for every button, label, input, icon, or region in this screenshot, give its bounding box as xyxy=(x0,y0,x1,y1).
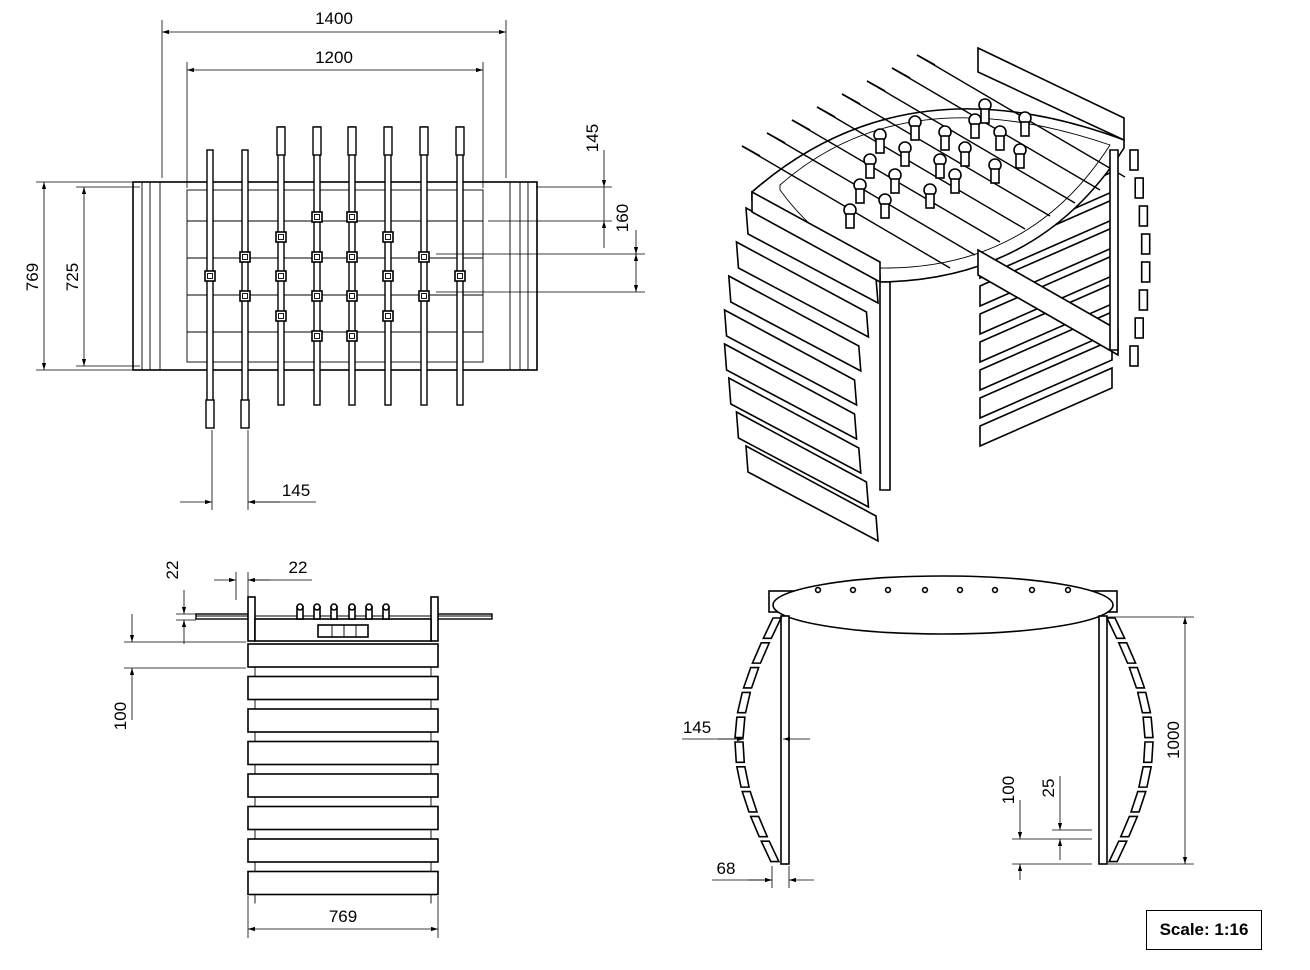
dim-left-22: 22 xyxy=(163,561,182,580)
side-planks xyxy=(247,643,439,904)
iso-plank xyxy=(727,274,862,373)
player-figure xyxy=(239,251,251,263)
side-plank xyxy=(247,773,439,798)
iso-players xyxy=(843,98,1032,229)
player-figure xyxy=(346,211,358,223)
player-figure xyxy=(346,290,358,302)
player-figure xyxy=(382,270,394,282)
side-plank xyxy=(247,675,439,701)
rod xyxy=(206,149,214,426)
player-figure xyxy=(275,270,287,282)
player-figure xyxy=(346,330,358,342)
dim-width: 769 xyxy=(329,907,357,926)
table-outline xyxy=(132,181,538,371)
side-plank xyxy=(247,708,439,733)
side-plank xyxy=(247,870,439,896)
top-players xyxy=(204,211,466,342)
rod xyxy=(241,149,249,426)
dim-inner-depth: 725 xyxy=(63,263,82,291)
side-plank xyxy=(247,643,439,668)
iso-plank xyxy=(735,410,870,509)
scale-label: Scale: 1:16 xyxy=(1146,910,1262,950)
player-figure xyxy=(382,310,394,322)
front-holes xyxy=(814,586,1072,594)
playfield xyxy=(186,189,484,363)
player-figure xyxy=(311,330,323,342)
dim-overall-depth: 769 xyxy=(23,263,42,291)
side-plank xyxy=(247,740,439,766)
player-figure xyxy=(311,211,323,223)
front-curve-left xyxy=(734,617,783,863)
iso-plank xyxy=(723,342,858,441)
top-view: 1400 1200 769 725 145 145 160 xyxy=(23,9,645,510)
front-tabletop-ellipse xyxy=(772,575,1114,635)
player-figure xyxy=(311,251,323,263)
dim-playfield-width: 1200 xyxy=(315,48,353,67)
dim-overall-width: 1400 xyxy=(315,9,353,28)
dim-top-22: 22 xyxy=(289,558,308,577)
dim-rod-spacing: 145 xyxy=(282,481,310,500)
top-rods xyxy=(205,126,465,429)
rod xyxy=(348,126,356,406)
dim-gap-100: 100 xyxy=(999,776,1018,804)
front-curve-right xyxy=(1105,617,1154,863)
player-figure xyxy=(204,270,216,282)
iso-front-planks xyxy=(723,206,879,543)
dim-left-145: 145 xyxy=(683,718,711,737)
side-plank xyxy=(247,805,439,831)
player-figure xyxy=(275,310,287,322)
player-figure xyxy=(239,290,251,302)
player-figure xyxy=(382,231,394,243)
dim-bottom-68: 68 xyxy=(717,859,736,878)
player-figure xyxy=(418,290,430,302)
player-figure xyxy=(418,251,430,263)
dim-right-upper: 145 xyxy=(583,124,602,152)
side-plank xyxy=(247,838,439,863)
rod xyxy=(313,126,321,406)
side-players xyxy=(296,603,390,620)
rod xyxy=(420,126,428,406)
iso-plank xyxy=(723,308,858,407)
front-view: 145 68 100 25 1000 xyxy=(682,575,1194,888)
iso-plank xyxy=(727,376,862,475)
rod xyxy=(277,126,285,406)
player-figure xyxy=(311,290,323,302)
iso-plank xyxy=(745,444,879,543)
dim-height: 1000 xyxy=(1164,721,1183,759)
player-figure xyxy=(275,231,287,243)
iso-plank xyxy=(735,240,870,339)
rod xyxy=(456,126,464,406)
dim-right-lower: 160 xyxy=(613,204,632,232)
dim-plank: 100 xyxy=(111,702,130,730)
player-figure xyxy=(454,270,466,282)
side-view: 22 22 100 769 xyxy=(111,558,493,938)
dim-gap-25: 25 xyxy=(1039,779,1058,798)
rod xyxy=(384,126,392,406)
isometric-view xyxy=(723,46,1151,543)
player-figure xyxy=(346,251,358,263)
